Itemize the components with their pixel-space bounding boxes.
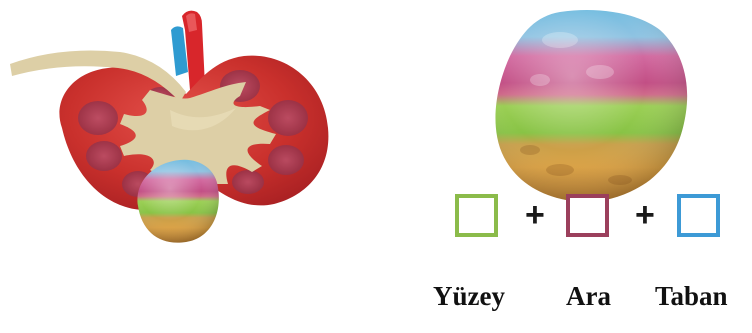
label-taban: Taban bbox=[655, 283, 728, 310]
legend-box-yuzey bbox=[455, 194, 498, 237]
legend-box-taban bbox=[677, 194, 720, 237]
kidney-stone-illustration bbox=[495, 10, 687, 202]
legend-box-ara bbox=[566, 194, 609, 237]
label-yuzey: Yüzey bbox=[433, 283, 505, 310]
plus-sign-1: + bbox=[525, 198, 545, 232]
label-ara: Ara bbox=[566, 283, 611, 310]
plus-sign-2: + bbox=[635, 198, 655, 232]
